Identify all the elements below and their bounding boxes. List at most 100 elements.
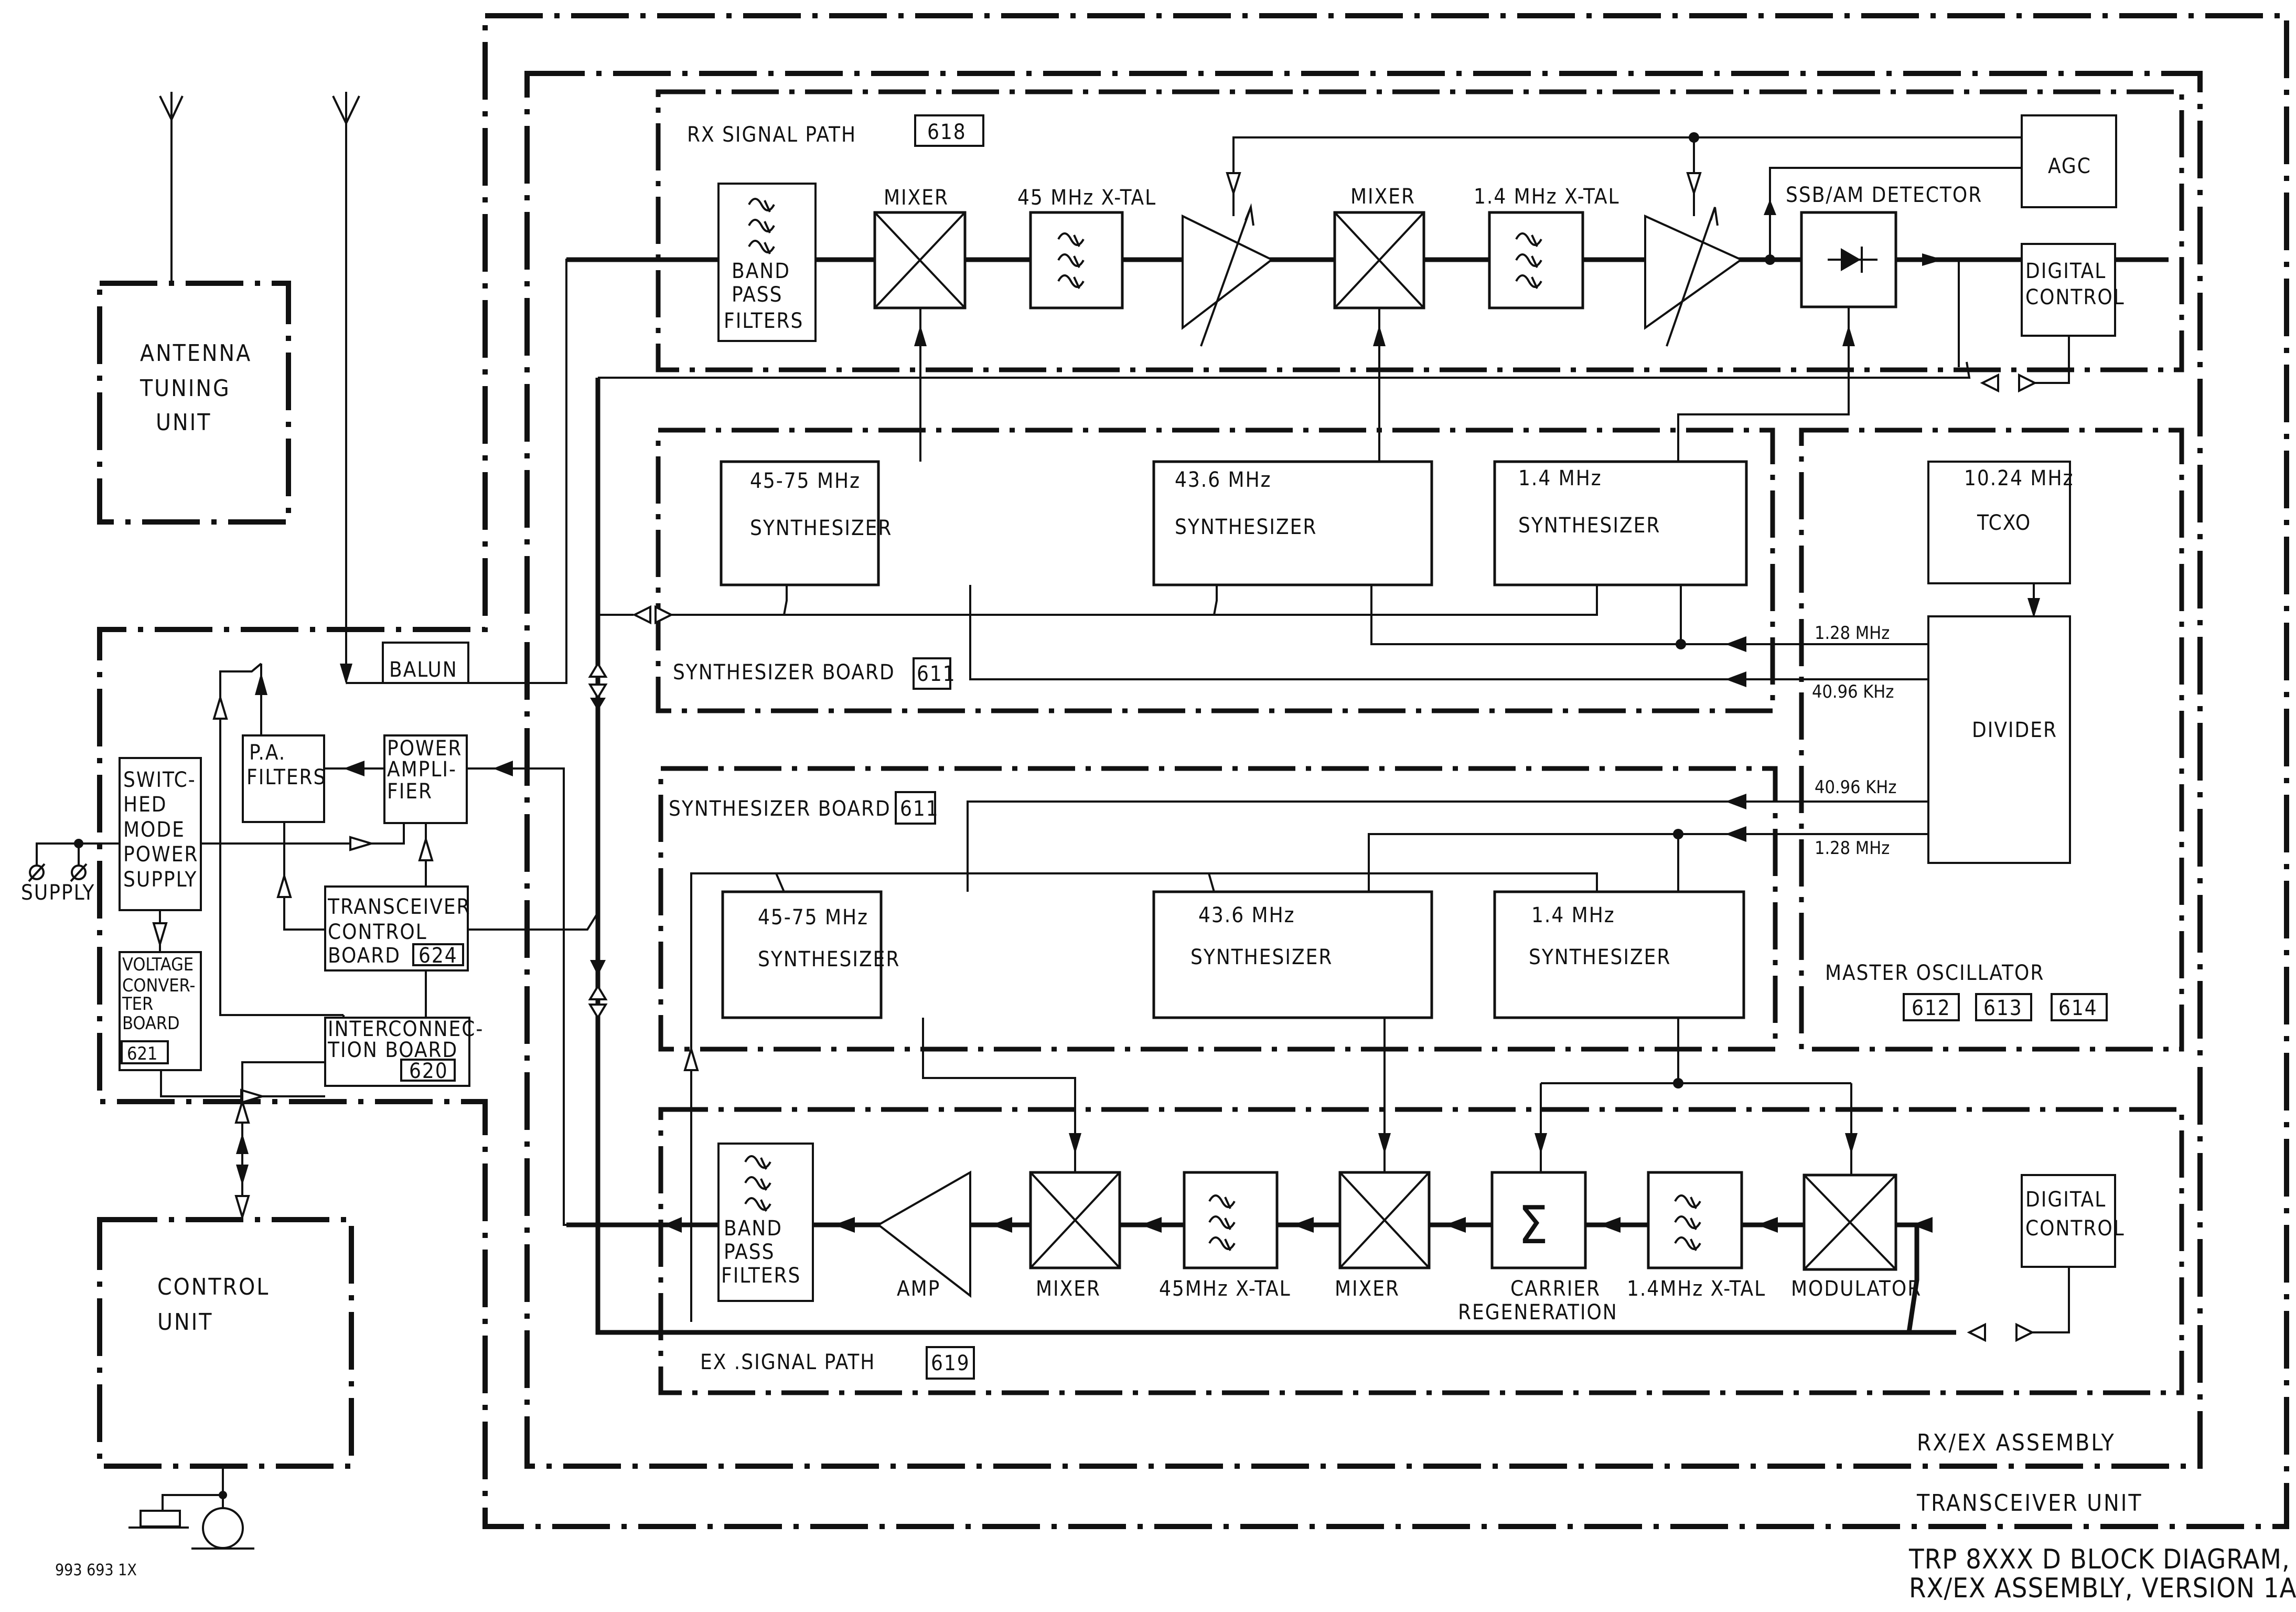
- smps-block: SWITC- HED MODE POWER SUPPLY: [119, 757, 202, 911]
- svg-text:1.4 MHz: 1.4 MHz: [1531, 903, 1615, 927]
- rx-digital-control: DIGITAL CONTROL: [2021, 243, 2124, 337]
- rx-detector: SSB/AM DETECTOR: [1786, 183, 1982, 308]
- antenna-tuning-unit-border: [97, 281, 291, 525]
- svg-text:FILTERS: FILTERS: [721, 1264, 801, 1288]
- svg-text:10.24 MHz: 10.24 MHz: [1964, 466, 2074, 490]
- rx-ex-assembly-border: [524, 71, 2203, 1469]
- svg-text:RX SIGNAL PATH: RX SIGNAL PATH: [687, 123, 856, 147]
- rx-signal-path-border: [656, 89, 2184, 372]
- svg-text:612: 612: [1912, 996, 1951, 1020]
- antenna-icon: [332, 92, 360, 685]
- rx-agc-block: AGC: [2021, 114, 2117, 208]
- svg-text:611: 611: [900, 797, 939, 821]
- svg-text:BALUN: BALUN: [389, 658, 458, 682]
- divider-block: DIVIDER: [1927, 615, 2071, 864]
- svg-text:TUNING: TUNING: [140, 375, 231, 402]
- svg-text:EX .SIGNAL PATH: EX .SIGNAL PATH: [700, 1350, 875, 1374]
- ex-signal-path-border: [658, 1107, 2184, 1395]
- rx-band-pass-filters: BAND PASS FILTERS: [717, 183, 817, 342]
- transceiver-unit-label: TRANSCEIVER UNIT: [1916, 1490, 2143, 1517]
- ex-path-title: EX .SIGNAL PATH 619: [700, 1346, 975, 1380]
- balun-block: BALUN: [382, 642, 469, 684]
- svg-text:624: 624: [419, 944, 458, 968]
- transceiver-unit-border: [97, 13, 2289, 1529]
- voltage-converter-block: VOLTAGE CONVER- TER BOARD 621: [119, 951, 202, 1071]
- svg-text:FIER: FIER: [387, 780, 433, 804]
- svg-text:618: 618: [927, 120, 967, 144]
- power-amplifier-block: POWER AMPLI- FIER: [383, 734, 468, 824]
- svg-text:POWER: POWER: [123, 842, 198, 867]
- rx-xtal-1-4: 1.4 MHz X-TAL: [1474, 185, 1620, 309]
- rx-mixer-1: MIXER: [873, 186, 967, 309]
- mo-output-4: 1.28 MHz: [1815, 838, 1890, 859]
- svg-text:SSB/AM DETECTOR: SSB/AM DETECTOR: [1786, 183, 1982, 207]
- svg-text:TCXO: TCXO: [1977, 511, 2031, 535]
- svg-text:SYNTHESIZER: SYNTHESIZER: [1175, 515, 1317, 539]
- ex-synth-3: 1.4 MHz SYNTHESIZER: [1493, 890, 1745, 1019]
- svg-text:P.A.: P.A.: [249, 741, 286, 765]
- svg-text:TRP 8XXX D BLOCK DIAGRAM,: TRP 8XXX D BLOCK DIAGRAM,: [1908, 1544, 2290, 1575]
- ex-modulator: MODULATOR: [1791, 1173, 1922, 1301]
- svg-text:DIGITAL: DIGITAL: [2025, 259, 2106, 283]
- svg-text:1.4 MHz X-TAL: 1.4 MHz X-TAL: [1474, 185, 1620, 209]
- svg-text:MASTER OSCILLATOR: MASTER OSCILLATOR: [1825, 961, 2044, 985]
- svg-text:CONTROL: CONTROL: [157, 1274, 270, 1300]
- transceiver-control-block: TRANSCEIVER CONTROL BOARD 624: [324, 885, 471, 972]
- tcxo-block: 10.24 MHz TCXO: [1927, 461, 2074, 584]
- rx-path-title: RX SIGNAL PATH 618: [687, 114, 984, 147]
- svg-text:620: 620: [409, 1059, 448, 1083]
- svg-text:TER: TER: [122, 994, 153, 1015]
- ex-band-pass-filters: BAND PASS FILTERS: [717, 1143, 814, 1302]
- svg-text:CONTROL: CONTROL: [2025, 1216, 2125, 1241]
- svg-text:45MHz X-TAL: 45MHz X-TAL: [1159, 1277, 1291, 1301]
- rx-variable-amplifier-1: [1182, 203, 1274, 347]
- svg-text:CONVER-: CONVER-: [122, 975, 195, 996]
- svg-text:45-75 MHz: 45-75 MHz: [758, 905, 868, 930]
- svg-text:REGENERATION: REGENERATION: [1458, 1300, 1618, 1325]
- rx-synth-1: 45-75 MHz SYNTHESIZER: [720, 460, 892, 586]
- svg-text:MODULATOR: MODULATOR: [1791, 1277, 1922, 1301]
- svg-text:611: 611: [917, 662, 956, 686]
- svg-text:1.4 MHz: 1.4 MHz: [1518, 466, 1602, 490]
- rx-synth-2: 43.6 MHz SYNTHESIZER: [1152, 460, 1433, 586]
- svg-text:BAND: BAND: [724, 1216, 782, 1241]
- svg-text:UNIT: UNIT: [156, 409, 211, 436]
- svg-text:RX/EX ASSEMBLY, VERSION 1A: RX/EX ASSEMBLY, VERSION 1A: [1909, 1573, 2296, 1604]
- control-unit-border: [97, 1217, 354, 1469]
- svg-text:MIXER: MIXER: [1350, 185, 1415, 209]
- svg-text:614: 614: [2058, 996, 2098, 1020]
- svg-text:CONTROL: CONTROL: [328, 920, 427, 944]
- synth-board-rx-title: SYNTHESIZER BOARD 611: [673, 657, 956, 690]
- doc-number: 993 693 1X: [55, 1561, 137, 1579]
- svg-text:AGC: AGC: [2048, 154, 2091, 178]
- rx-synth-3: 1.4 MHz SYNTHESIZER: [1493, 460, 1748, 586]
- bidirectional-arrow-icon: [632, 605, 674, 625]
- master-oscillator-border: [1799, 428, 2184, 1052]
- rx-ex-assembly-label: RX/EX ASSEMBLY: [1917, 1429, 2116, 1456]
- svg-text:45 MHz X-TAL: 45 MHz X-TAL: [1017, 186, 1156, 210]
- svg-text:PASS: PASS: [732, 283, 782, 307]
- svg-text:613: 613: [1983, 996, 2023, 1020]
- svg-text:SYNTHESIZER: SYNTHESIZER: [750, 516, 892, 540]
- svg-text:1.4MHz X-TAL: 1.4MHz X-TAL: [1627, 1277, 1766, 1301]
- svg-text:SYNTHESIZER BOARD: SYNTHESIZER BOARD: [669, 797, 891, 821]
- svg-text:TRANSCEIVER: TRANSCEIVER: [327, 895, 471, 919]
- svg-text:BOARD: BOARD: [328, 944, 401, 968]
- svg-text:Σ: Σ: [1518, 1194, 1548, 1256]
- svg-text:SWITC-: SWITC-: [123, 768, 196, 792]
- mo-output-2: 40.96 KHz: [1812, 681, 1894, 702]
- antenna-tuning-unit: ANTENNA TUNING UNIT: [140, 340, 250, 436]
- svg-text:UNIT: UNIT: [157, 1309, 213, 1336]
- ex-synth-2: 43.6 MHz SYNTHESIZER: [1152, 890, 1433, 1019]
- bidirectional-arrow-icon: [234, 1098, 250, 1221]
- svg-text:SYNTHESIZER: SYNTHESIZER: [758, 947, 900, 972]
- rx-xtal-45: 45 MHz X-TAL: [1017, 186, 1156, 309]
- bidirectional-arrow-icon: [1980, 373, 2037, 393]
- svg-text:PASS: PASS: [724, 1240, 775, 1264]
- svg-text:MIXER: MIXER: [884, 186, 949, 210]
- ex-synth-1: 45-75 MHz SYNTHESIZER: [721, 890, 900, 1019]
- svg-text:45-75 MHz: 45-75 MHz: [750, 469, 861, 493]
- svg-text:BAND: BAND: [732, 259, 790, 283]
- svg-text:MODE: MODE: [123, 818, 185, 842]
